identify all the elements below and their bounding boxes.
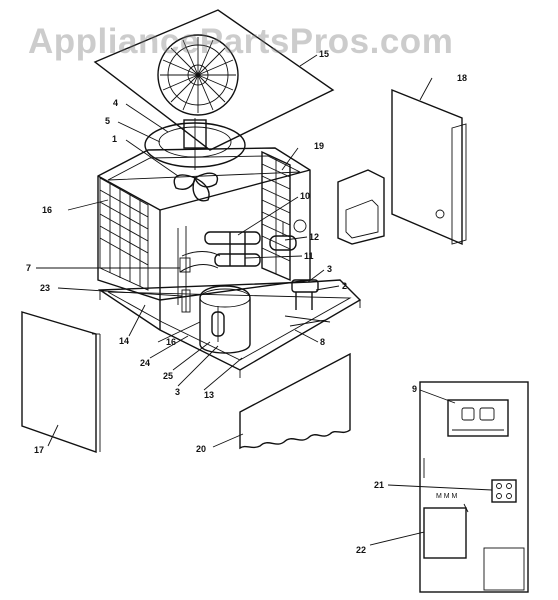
watermark-text: AppliancePartsPros.com <box>28 22 454 61</box>
callout-2: 2 <box>342 281 347 291</box>
cabinet-frame <box>97 147 362 378</box>
callout-25: 25 <box>163 371 173 381</box>
callout-15: 15 <box>319 49 329 59</box>
callout-24: 24 <box>140 358 150 368</box>
callout-12: 12 <box>309 232 319 242</box>
callout-13: 13 <box>204 390 214 400</box>
svg-text:M M M: M M M <box>436 493 458 500</box>
side-panel-right[interactable] <box>391 88 467 246</box>
callout-22: 22 <box>356 545 366 555</box>
front-panel-left[interactable] <box>21 311 101 453</box>
callout-18: 18 <box>457 73 467 83</box>
callout-20: 20 <box>196 444 206 454</box>
callout-17: 17 <box>34 445 44 455</box>
callout-5: 5 <box>105 116 110 126</box>
service-valves[interactable] <box>284 279 331 327</box>
callout-23: 23 <box>40 283 50 293</box>
coil-grille[interactable] <box>99 177 149 291</box>
leader-lines <box>36 54 493 546</box>
callout-10: 10 <box>300 191 310 201</box>
fan-blade[interactable] <box>173 172 219 202</box>
callout-3: 3 <box>327 264 332 274</box>
condenser-coil[interactable] <box>261 150 291 282</box>
callout-19: 19 <box>314 141 324 151</box>
callout-14: 14 <box>119 336 129 346</box>
callout-labels: 15 18 4 5 1 19 16 10 12 11 7 3 2 23 8 14… <box>26 49 467 555</box>
callout-11: 11 <box>304 251 314 261</box>
internal-partition <box>177 226 191 313</box>
callout-7: 7 <box>26 263 31 273</box>
callout-21: 21 <box>374 480 384 490</box>
compressor[interactable] <box>199 285 251 354</box>
top-cover[interactable] <box>93 9 335 151</box>
accumulator[interactable] <box>269 219 307 251</box>
callout-8: 8 <box>320 337 325 347</box>
access-panel[interactable] <box>239 352 351 450</box>
callout-16: 16 <box>42 205 52 215</box>
callout-4: 4 <box>113 98 118 108</box>
refrigerant-tubing[interactable] <box>179 231 261 273</box>
control-box-cover[interactable] <box>337 169 385 245</box>
callout-3-b: 3 <box>175 387 180 397</box>
callout-9: 9 <box>412 384 417 394</box>
callout-1: 1 <box>112 134 117 144</box>
callout-16-b: 16 <box>166 337 176 347</box>
